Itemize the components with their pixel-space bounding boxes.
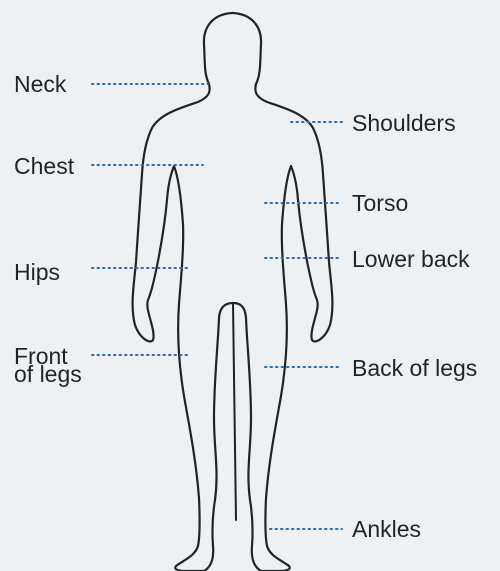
label-front-of-legs-line2: of legs	[14, 360, 82, 388]
body-outline	[133, 13, 333, 571]
label-neck: Neck	[14, 70, 66, 98]
inner-leg-line	[233, 303, 236, 520]
label-torso: Torso	[352, 189, 408, 217]
label-lower-back: Lower back	[352, 245, 470, 273]
label-hips: Hips	[14, 258, 60, 286]
label-back-of-legs: Back of legs	[352, 354, 477, 382]
label-chest: Chest	[14, 152, 74, 180]
label-ankles: Ankles	[352, 515, 421, 543]
label-shoulders: Shoulders	[352, 109, 456, 137]
